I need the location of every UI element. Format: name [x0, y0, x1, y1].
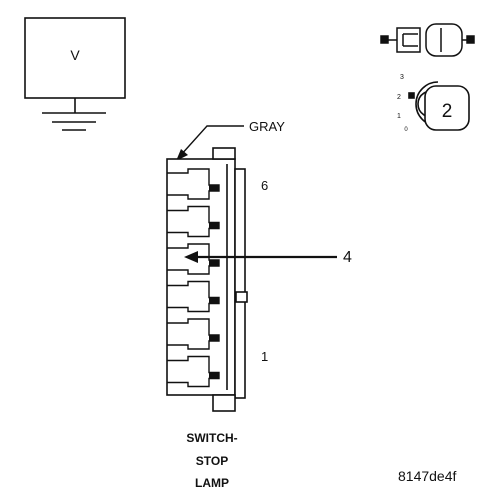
connector-latch-top — [212, 147, 236, 160]
connector-cavities — [167, 168, 220, 388]
terminal-contact-6 — [209, 185, 219, 191]
pin-number-bottom: 1 — [261, 349, 268, 364]
connector-rear-rail — [234, 168, 246, 399]
scale-mark-2: 2 — [397, 94, 401, 101]
pin-number-top: 6 — [261, 178, 268, 193]
callout-arrowhead — [184, 251, 198, 263]
wire-color-leader — [179, 125, 244, 157]
wire-color-arrowhead — [176, 149, 188, 161]
scale-mark-0: 0 — [404, 127, 408, 133]
voltmeter-label: V — [70, 47, 80, 63]
key-head — [424, 85, 470, 131]
scale-mark-1: 1 — [397, 113, 401, 120]
terminal-contact-1 — [209, 372, 219, 379]
key-indicator — [408, 92, 415, 99]
key-position-label: 2 — [442, 101, 453, 122]
callout-number: 4 — [343, 249, 352, 266]
scale-mark-3: 3 — [400, 74, 404, 81]
connector-latch-bottom — [212, 394, 236, 412]
terminal-contact-4 — [209, 260, 219, 266]
voltmeter — [24, 17, 126, 131]
probe-icon — [380, 23, 475, 57]
terminal-contact-3 — [209, 297, 219, 304]
terminal-contact-5 — [209, 222, 219, 229]
component-name-line-3: LAMP — [195, 476, 229, 490]
component-name-line-1: SWITCH- — [186, 431, 237, 445]
connector-side-tab — [235, 291, 248, 303]
key-position-icon — [408, 81, 470, 131]
wire-color-label: GRAY — [249, 119, 285, 134]
connector — [166, 147, 248, 412]
figure-id: 8147de4f — [398, 468, 457, 484]
component-name-line-2: STOP — [196, 454, 228, 468]
terminal-contact-2 — [209, 335, 219, 341]
